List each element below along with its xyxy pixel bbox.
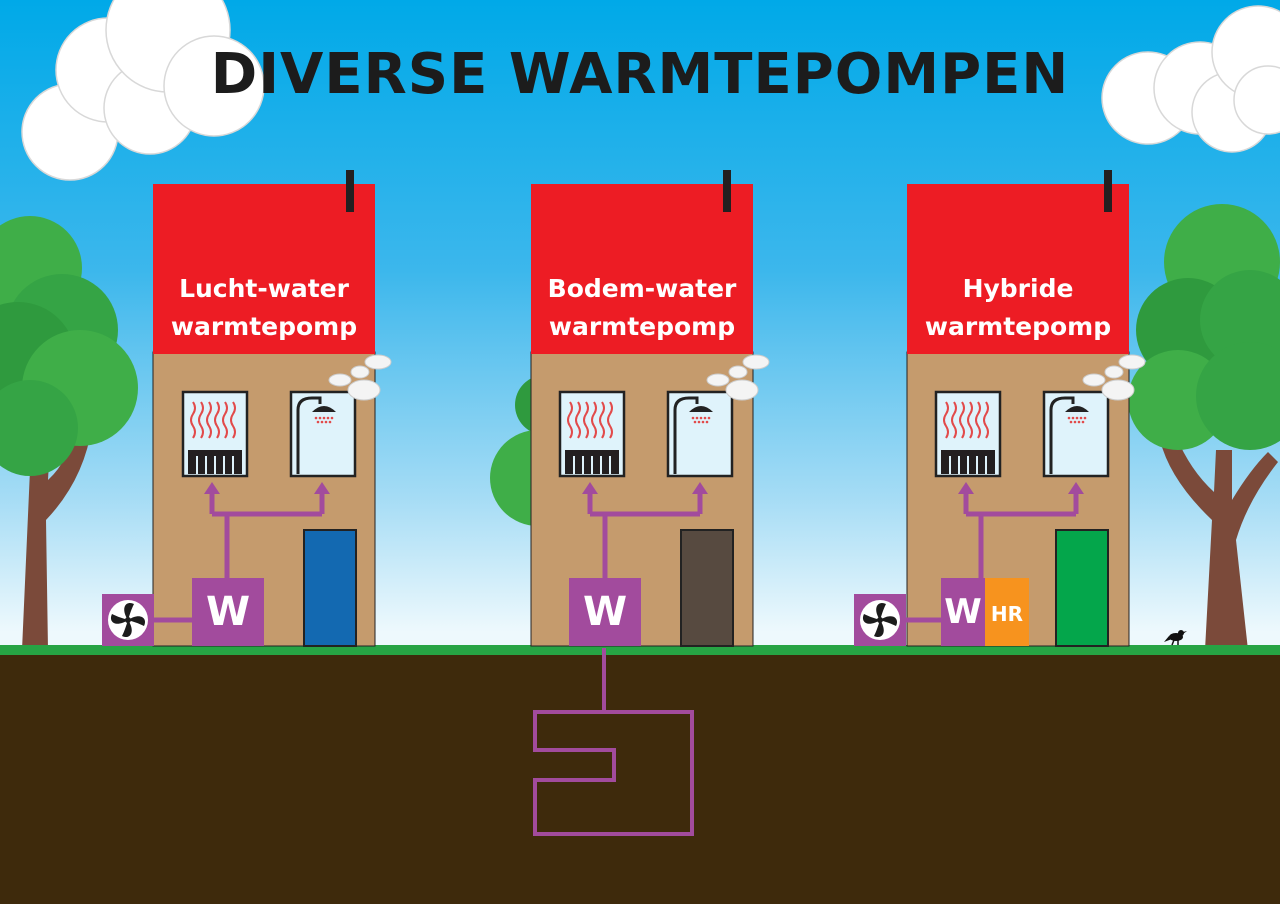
tree-left	[0, 216, 138, 650]
house-label-line2: warmtepomp	[548, 312, 736, 341]
house-label-line1: Hybride	[962, 274, 1074, 303]
house-label-bodem-water: Bodem-water warmtepomp	[531, 270, 753, 346]
ground	[0, 652, 1280, 904]
fan-icon	[110, 602, 146, 638]
fan-icon	[862, 602, 898, 638]
cloud-left	[21, 0, 265, 181]
heat-pump-label: W	[582, 589, 628, 635]
heat-pump-label: W	[944, 592, 982, 632]
hr-boiler-label: HR	[990, 602, 1024, 626]
house-lucht-water	[102, 170, 392, 647]
heat-pump-unit	[569, 578, 641, 646]
house-label-lucht-water: Lucht-water warmtepomp	[153, 270, 375, 346]
house-label-line1: Bodem-water	[547, 274, 737, 303]
house-label-line2: warmtepomp	[170, 312, 358, 341]
grass-line	[0, 645, 1280, 655]
heat-pump-unit	[941, 578, 985, 646]
page-title: DIVERSE WARMTEPOMPEN	[210, 42, 1070, 107]
house-label-hybride: Hybride warmtepomp	[907, 270, 1129, 346]
house-hybride	[854, 170, 1146, 647]
ground-loop-pipe	[533, 648, 694, 836]
door-hybride	[1055, 529, 1109, 647]
heat-pump-unit	[192, 578, 264, 646]
heat-pump-label: W	[205, 589, 251, 635]
bird-icon	[1164, 630, 1187, 646]
hr-boiler-unit	[985, 578, 1029, 646]
tree-right	[1128, 204, 1280, 650]
door-bodem-water	[680, 529, 734, 647]
cloud-right	[1101, 5, 1280, 153]
house-label-line2: warmtepomp	[924, 312, 1112, 341]
door-lucht-water	[303, 529, 357, 647]
house-bodem-water	[530, 170, 770, 647]
house-label-line1: Lucht-water	[179, 274, 349, 303]
